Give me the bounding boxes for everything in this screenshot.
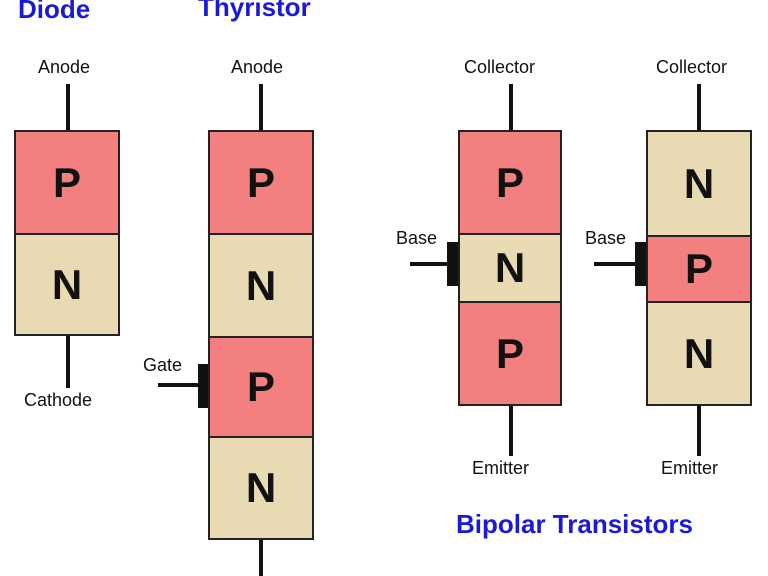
- npn-emitter-lead: [697, 406, 701, 456]
- bipolar-transistors-title: Bipolar Transistors: [456, 509, 693, 539]
- diode-n-region: N: [16, 235, 118, 334]
- pnp-emitter-label: Emitter: [472, 458, 530, 478]
- pnp-emitter-lead: [509, 406, 513, 456]
- npn-collector-n-region: N: [648, 132, 750, 237]
- thyristor-gate-label: Gate: [143, 355, 183, 375]
- pnp-collector-p-region: P: [460, 132, 560, 235]
- thyristor-p-region-1: P: [210, 132, 312, 235]
- npn-base-p-region: P: [648, 237, 750, 303]
- diode-cathode-lead: [66, 336, 70, 388]
- thyristor-n-region-1: N: [210, 235, 312, 338]
- npn-emitter-n-region: N: [648, 303, 750, 404]
- thyristor-title: Thyristor: [198, 0, 311, 22]
- diode-anode-lead: [66, 84, 70, 132]
- npn-base-lead: [594, 262, 638, 266]
- npn-emitter-label: Emitter: [661, 458, 719, 478]
- thyristor-cathode-lead: [259, 540, 263, 576]
- npn-collector-label: Collector: [656, 57, 728, 77]
- thyristor-gate-lead: [158, 383, 200, 387]
- pnp-base-lead: [410, 262, 450, 266]
- npn-base-plate: [635, 242, 646, 286]
- pnp-collector-label: Collector: [464, 57, 536, 77]
- diode-body: P N: [14, 130, 120, 336]
- pnp-emitter-p-region: P: [460, 303, 560, 404]
- diode-p-region: P: [16, 132, 118, 235]
- thyristor-gate-plate: [198, 364, 208, 408]
- diode-anode-label: Anode: [38, 57, 91, 77]
- diode-cathode-label: Cathode: [24, 390, 93, 410]
- thyristor-n-region-2: N: [210, 438, 312, 538]
- thyristor-body: P N P N: [208, 130, 314, 540]
- pnp-collector-lead: [509, 84, 513, 132]
- thyristor-anode-label: Anode: [231, 57, 284, 77]
- diode-title: Diode: [18, 0, 91, 24]
- npn-base-label: Base: [585, 228, 627, 248]
- thyristor-anode-lead: [259, 84, 263, 132]
- npn-body: N P N: [646, 130, 752, 406]
- pnp-body: P N P: [458, 130, 562, 406]
- npn-collector-lead: [697, 84, 701, 132]
- pnp-base-n-region: N: [460, 235, 560, 303]
- pnp-base-label: Base: [396, 228, 438, 248]
- thyristor-p-region-2: P: [210, 338, 312, 438]
- pnp-base-plate: [447, 242, 458, 286]
